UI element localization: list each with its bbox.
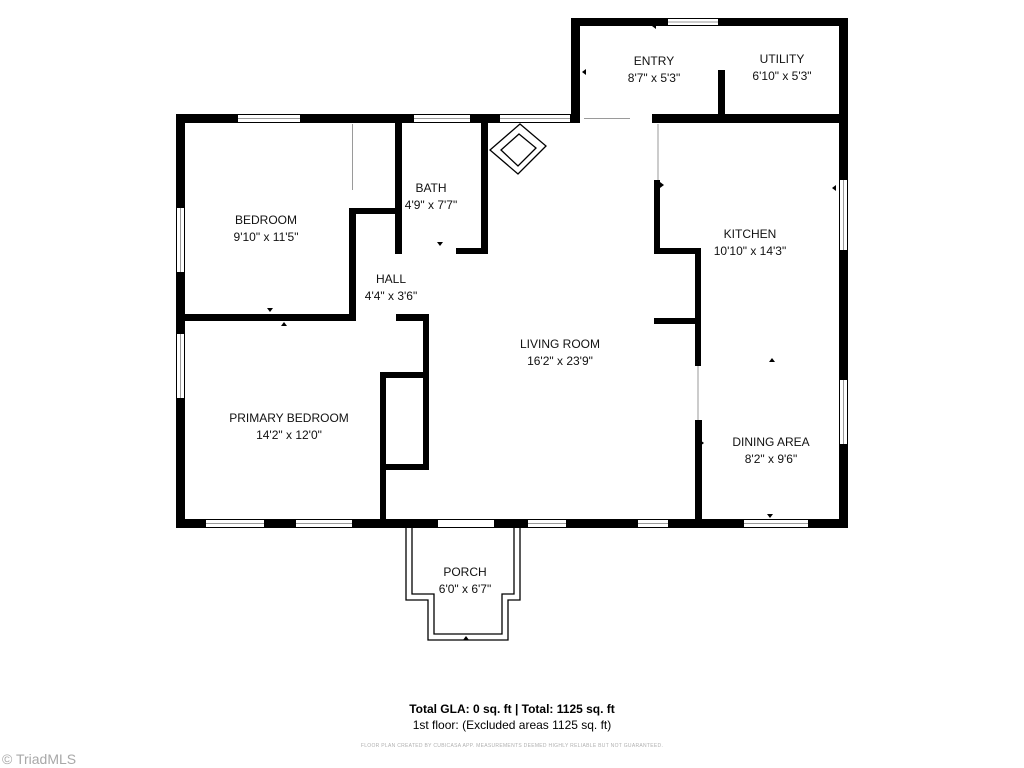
room-bedroom: BEDROOM 9'10" x 11'5" — [234, 212, 299, 246]
room-size: 16'2" x 23'9" — [527, 354, 593, 368]
wall-bedroom-right-lower — [349, 212, 356, 318]
room-name: PRIMARY BEDROOM — [229, 411, 349, 425]
wall-top-right — [652, 114, 848, 123]
room-name: PORCH — [443, 565, 487, 579]
room-name: BATH — [415, 181, 447, 195]
windows — [177, 19, 847, 527]
room-size: 8'2" x 9'6" — [744, 452, 798, 466]
room-name: UTILITY — [759, 52, 805, 66]
room-dining: DINING AREA 8'2" x 9'6" — [732, 434, 809, 468]
wall-bedroom-bottom — [176, 314, 356, 321]
room-name: LIVING ROOM — [519, 337, 601, 351]
room-size: 9'10" x 11'5" — [233, 230, 299, 244]
wall-closet2-top — [380, 372, 429, 378]
wall-kitchen-notch-right — [695, 248, 701, 366]
wall-hall-bottom — [396, 314, 429, 321]
wall-kitchen-left-upper — [654, 180, 660, 254]
room-bath: BATH 4'9" x 7'7" — [405, 180, 457, 214]
room-size: 6'0" x 6'7" — [438, 582, 492, 596]
wall-closet-bottom — [349, 208, 399, 214]
room-entry: ENTRY 8'7" x 5'3" — [628, 53, 680, 87]
wall-kitchen-notch-top — [654, 248, 701, 254]
wall-kitchen-notch-bottom — [654, 318, 701, 324]
room-primary-bedroom: PRIMARY BEDROOM 14'2" x 12'0" — [229, 410, 349, 444]
watermark-logo: © TriadMLS — [2, 751, 77, 767]
disclaimer: FLOOR PLAN CREATED BY CUBICASA APP. MEAS… — [360, 743, 664, 749]
wall-bath-right — [481, 120, 488, 254]
wall-closet2-left — [380, 372, 386, 522]
room-size: 6'10" x 5'3" — [752, 69, 812, 83]
room-name: ENTRY — [633, 54, 675, 68]
total-area: Total GLA: 0 sq. ft | Total: 1125 sq. ft — [409, 702, 615, 716]
wall-dining-left — [695, 420, 702, 528]
room-utility: UTILITY 6'10" x 5'3" — [752, 51, 811, 85]
fireplace-symbol — [489, 123, 547, 175]
dimension-ticks — [267, 23, 836, 640]
room-size: 8'7" x 5'3" — [627, 71, 681, 85]
wall-top-left — [176, 114, 580, 123]
floor-area-note: 1st floor: (Excluded areas 1125 sq. ft) — [412, 718, 612, 732]
room-kitchen: KITCHEN 10'10" x 14'3" — [714, 226, 787, 260]
wall-bath-bottom — [456, 248, 488, 254]
wall-right — [839, 114, 848, 528]
room-size: 4'9" x 7'7" — [404, 198, 458, 212]
wall-living-left — [423, 314, 429, 470]
wall-bottom — [176, 519, 848, 528]
room-size: 10'10" x 14'3" — [713, 244, 787, 258]
room-name: HALL — [375, 272, 407, 286]
wall-closet2-mid — [380, 464, 429, 470]
room-living: LIVING ROOM 16'2" x 23'9" — [520, 336, 600, 370]
room-size: 4'4" x 3'6" — [364, 289, 418, 303]
room-name: KITCHEN — [723, 227, 777, 241]
wall-bath-left — [395, 120, 402, 254]
room-name: DINING AREA — [732, 435, 810, 449]
interior-walls — [176, 70, 725, 528]
room-size: 14'2" x 12'0" — [256, 428, 322, 442]
room-hall: HALL 4'4" x 3'6" — [365, 271, 417, 305]
openings — [352, 124, 699, 420]
wall-utility-left — [718, 70, 725, 123]
room-porch: PORCH 6'0" x 6'7" — [439, 564, 491, 598]
wall-utility-right — [839, 18, 848, 123]
room-name: BEDROOM — [234, 213, 298, 227]
wall-entry-left — [571, 18, 580, 123]
